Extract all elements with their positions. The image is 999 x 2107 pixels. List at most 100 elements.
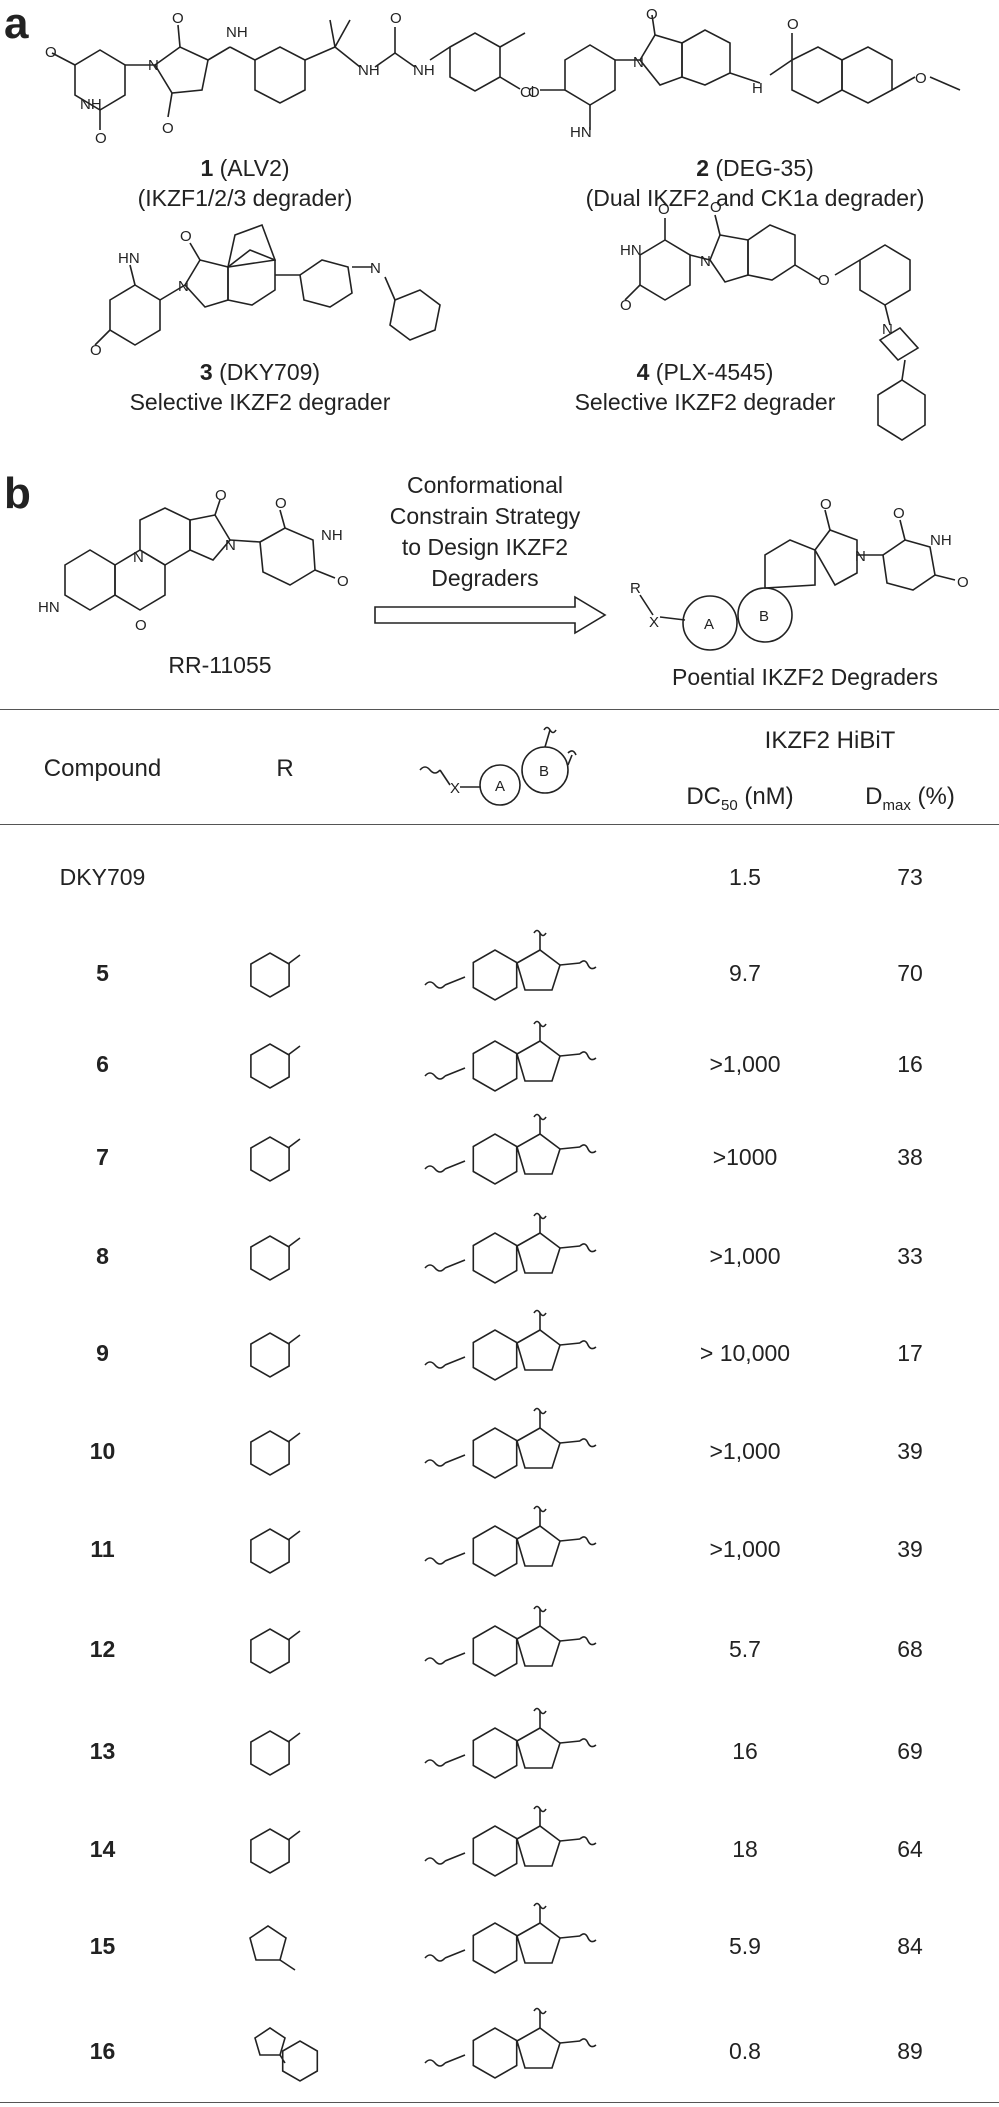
table-row-compound: 9	[96, 1340, 109, 1366]
svg-text:H: H	[752, 80, 763, 97]
table-row-dc50: >1000	[712, 1144, 778, 1170]
table-row-dc50: 16	[732, 1738, 758, 1764]
svg-text:O: O	[162, 120, 174, 137]
table-row-dc50: 18	[732, 1836, 758, 1862]
svg-text:O: O	[658, 201, 670, 218]
svg-text:HN: HN	[620, 242, 642, 259]
header-r: R	[276, 755, 294, 782]
table-row-dc50: >1,000	[709, 1438, 781, 1464]
svg-text:Cl: Cl	[520, 84, 534, 101]
table-row-dmax: 68	[897, 1636, 923, 1662]
strategy-arrow	[375, 595, 615, 635]
table-row-compound: 11	[90, 1536, 115, 1562]
table-row-dmax: 39	[897, 1536, 923, 1562]
compound-4-number: 4	[636, 359, 650, 385]
r-group-structure	[230, 1119, 340, 1199]
svg-text:O: O	[337, 573, 349, 590]
svg-text:NH: NH	[358, 62, 380, 79]
table-row-dmax: 33	[897, 1243, 923, 1269]
svg-text:O: O	[818, 272, 830, 289]
svg-text:N: N	[225, 537, 236, 554]
table-row-compound: 7	[96, 1144, 109, 1170]
compound-4-structure: O HN O O N O N	[620, 199, 960, 460]
svg-text:HN: HN	[570, 124, 592, 141]
table-row-dc50: 5.7	[729, 1636, 761, 1662]
table-row-dmax: 73	[897, 864, 923, 890]
header-dc50: DC50 (nM)	[686, 783, 794, 814]
compound-2-number: 2	[696, 155, 709, 181]
svg-text:N: N	[148, 57, 159, 74]
table-top-rule	[0, 709, 999, 710]
svg-text:O: O	[915, 70, 927, 87]
r-group-structure	[230, 1026, 340, 1106]
table-row-dc50: 5.9	[729, 1933, 761, 1959]
compound-1-caption: 1 (ALV2) (IKZF1/2/3 degrader)	[95, 153, 395, 213]
compound-4-subtitle: Selective IKZF2 degrader	[574, 389, 836, 415]
svg-text:O: O	[893, 505, 905, 522]
svg-text:N: N	[370, 260, 381, 277]
compound-2-subtitle: (Dual IKZF2 and CK1a degrader)	[585, 185, 925, 211]
svg-text:O: O	[45, 44, 57, 61]
svg-text:O: O	[95, 130, 107, 147]
table-row-dc50: 1.5	[729, 864, 761, 890]
svg-text:O: O	[180, 228, 192, 245]
svg-text:X: X	[450, 780, 460, 797]
svg-text:O: O	[90, 342, 102, 359]
header-assay: IKZF2 HiBiT	[764, 727, 896, 754]
table-row-dc50: > 10,000	[699, 1340, 791, 1366]
header-ring-scaffold: X A B	[410, 715, 590, 810]
svg-text:NH: NH	[226, 24, 248, 41]
svg-text:NH: NH	[80, 96, 102, 113]
svg-text:B: B	[759, 608, 769, 625]
svg-text:O: O	[787, 16, 799, 33]
compound-1-number: 1	[200, 155, 214, 181]
r-group-structure	[230, 1908, 340, 1988]
r-group-structure	[230, 1218, 340, 1298]
svg-text:A: A	[704, 616, 714, 633]
potential-degraders-label: Poential IKZF2 Degraders	[672, 664, 938, 690]
r-group-structure	[230, 1413, 340, 1493]
compound-1-structure: O NH O O O N NH NH O NH Cl	[45, 10, 534, 147]
panel-a-letter: a	[4, 0, 29, 48]
scaffold-structure	[420, 1703, 620, 1793]
svg-text:O: O	[528, 84, 540, 101]
svg-text:N: N	[633, 54, 644, 71]
table-row-dmax: 17	[897, 1340, 923, 1366]
r-group-structure	[230, 2013, 340, 2093]
table-row-compound: 15	[89, 1933, 116, 1959]
table-row-dmax: 70	[897, 960, 923, 986]
table-row-dmax: 69	[897, 1738, 923, 1764]
svg-text:NH: NH	[413, 62, 435, 79]
svg-text:B: B	[539, 763, 549, 780]
table-bottom-rule	[0, 2102, 999, 2103]
panel-b-letter: b	[4, 469, 31, 518]
svg-text:N: N	[700, 253, 711, 270]
rr-11055-structure: HN N O O N O NH O	[38, 487, 349, 634]
svg-text:O: O	[275, 495, 287, 512]
svg-text:N: N	[855, 548, 866, 565]
scaffold-structure	[420, 1016, 620, 1106]
compound-2-structure: O HN O N H O O	[528, 6, 990, 141]
table-row-dmax: 16	[897, 1051, 923, 1077]
table-row-compound: 13	[89, 1738, 116, 1764]
compound-2-caption: 2 (DEG-35) (Dual IKZF2 and CK1a degrader…	[555, 153, 955, 213]
svg-text:N: N	[178, 278, 189, 295]
table-row-compound: 5	[96, 960, 109, 986]
table-row-compound: 14	[89, 1836, 116, 1862]
svg-text:N: N	[882, 321, 893, 338]
table-row-compound: 16	[89, 2038, 116, 2064]
table-header-rule	[0, 824, 999, 825]
compound-1-name: (ALV2)	[219, 155, 290, 181]
svg-text:O: O	[710, 199, 722, 216]
svg-text:NH: NH	[930, 532, 952, 549]
svg-text:O: O	[135, 617, 147, 634]
svg-text:O: O	[957, 574, 969, 591]
table-row-dmax: 64	[897, 1836, 923, 1862]
compound-4-name: (PLX-4545)	[655, 359, 774, 385]
scaffold-structure	[420, 1801, 620, 1891]
scaffold-structure	[420, 1501, 620, 1591]
svg-text:X: X	[649, 614, 659, 631]
scaffold-structure	[420, 1601, 620, 1691]
scaffold-structure	[420, 925, 620, 1015]
compound-3-caption: 3 (DKY709) Selective IKZF2 degrader	[110, 357, 410, 417]
